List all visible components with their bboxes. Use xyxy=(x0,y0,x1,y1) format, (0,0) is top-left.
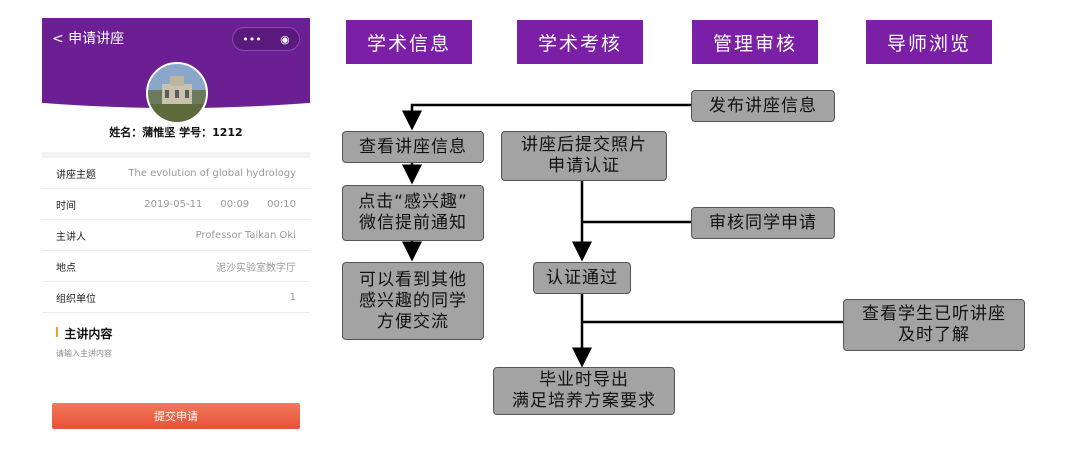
content-input[interactable]: 请输入主讲内容 xyxy=(56,349,112,358)
phone-mockup: < 申请讲座 ••• ◉ 姓名：蒲惟坚 学号：1212 讲座主题 The evo… xyxy=(42,18,310,443)
box-view-lecture: 查看讲座信息 xyxy=(342,131,484,163)
form-row-time[interactable]: 时间 2019-05-11 00:09 00:10 xyxy=(42,189,310,220)
more-icon[interactable]: ••• xyxy=(242,32,262,46)
start-time-value[interactable]: 00:09 xyxy=(220,198,250,210)
form-row-speaker[interactable]: 主讲人 Professor Taikan Oki xyxy=(42,220,310,251)
form-row-topic[interactable]: 讲座主题 The evolution of global hydrology xyxy=(42,158,310,189)
box-click-interest: 点击“感兴趣” 微信提前通知 xyxy=(342,185,484,241)
row-label: 地点 xyxy=(56,262,76,274)
row-label: 时间 xyxy=(56,200,76,212)
end-time-value[interactable]: 00:10 xyxy=(267,198,296,210)
arrow-publish-to-view xyxy=(402,103,692,131)
column-header-admin-review: 管理审核 xyxy=(692,20,818,64)
speaker-value[interactable]: Professor Taikan Oki xyxy=(195,229,296,241)
lecture-form: 讲座主题 The evolution of global hydrology 时… xyxy=(42,152,310,313)
organizer-value[interactable]: 1 xyxy=(289,291,296,303)
form-row-organizer[interactable]: 组织单位 1 xyxy=(42,282,310,313)
column-header-supervisor-browse: 导师浏览 xyxy=(866,20,992,64)
box-teacher-view: 查看学生已听讲座 及时了解 xyxy=(843,299,1025,351)
topic-value[interactable]: The evolution of global hydrology xyxy=(128,167,296,179)
back-button[interactable]: < 申请讲座 xyxy=(52,31,125,47)
box-publish-lecture: 发布讲座信息 xyxy=(691,90,835,122)
row-label: 讲座主题 xyxy=(56,169,96,181)
box-certified: 认证通过 xyxy=(533,262,631,294)
user-info: 姓名：蒲惟坚 学号：1212 xyxy=(109,126,243,139)
row-label: 组织单位 xyxy=(56,293,96,305)
box-review-application: 审核同学申请 xyxy=(691,207,835,239)
box-submit-photo: 讲座后提交照片 申请认证 xyxy=(501,131,667,181)
section-accent-bar xyxy=(56,327,58,337)
submit-button[interactable]: 提交申请 xyxy=(52,403,300,429)
box-export: 毕业时导出 满足培养方案要求 xyxy=(493,367,675,415)
section-title: 主讲内容 xyxy=(64,327,113,341)
mini-program-capsule[interactable]: ••• ◉ xyxy=(232,27,300,51)
close-icon[interactable]: ◉ xyxy=(280,32,290,46)
row-label: 主讲人 xyxy=(56,231,86,243)
date-value[interactable]: 2019-05-11 xyxy=(144,198,203,210)
form-row-location[interactable]: 地点 泥沙实验室数字厅 xyxy=(42,251,310,282)
box-see-others: 可以看到其他 感兴趣的同学 方便交流 xyxy=(342,262,484,340)
avatar xyxy=(146,62,208,124)
column-header-academic-info: 学术信息 xyxy=(346,20,472,64)
column-header-academic-review: 学术考核 xyxy=(517,20,643,64)
location-value[interactable]: 泥沙实验室数字厅 xyxy=(216,262,296,274)
